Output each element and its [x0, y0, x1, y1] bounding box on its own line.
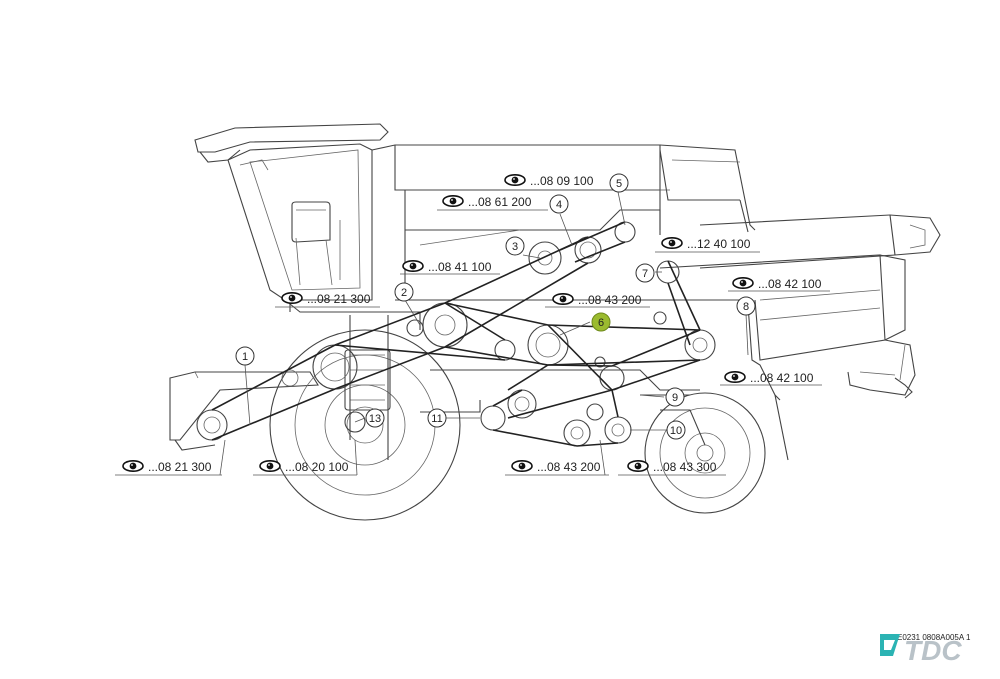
tdc-logo: TDC — [880, 634, 962, 666]
ref-08-09-100: ...08 09 100 — [530, 174, 594, 188]
logo-text: TDC — [904, 635, 962, 666]
eye-icon — [661, 237, 683, 249]
callout-3: 3 — [505, 236, 525, 256]
ref-08-21-300-bottom: ...08 21 300 — [148, 460, 212, 474]
pulley — [527, 324, 569, 366]
ref-08-61-200: ...08 61 200 — [468, 195, 532, 209]
ref-08-42-100-bottom: ...08 42 100 — [750, 371, 814, 385]
pulley — [528, 241, 562, 275]
callout-11: 11 — [427, 408, 447, 428]
callout-7: 7 — [635, 263, 655, 283]
callout-8: 8 — [736, 296, 756, 316]
ref-08-41-100: ...08 41 100 — [428, 260, 492, 274]
diagram-code: E0231 0808A005A 1 — [897, 633, 971, 642]
pulley — [653, 311, 667, 325]
pulley — [586, 403, 604, 421]
ref-08-42-100-top: ...08 42 100 — [758, 277, 822, 291]
ref-08-20-100: ...08 20 100 — [285, 460, 349, 474]
pulley — [480, 405, 506, 431]
svg-text:6: 6 — [598, 317, 604, 329]
svg-text:5: 5 — [616, 178, 622, 190]
ref-08-43-300: ...08 43 300 — [653, 460, 717, 474]
callout-10: 10 — [666, 420, 686, 440]
svg-text:10: 10 — [670, 425, 682, 437]
eye-icon — [402, 259, 424, 273]
eye-icon — [281, 291, 303, 305]
svg-text:2: 2 — [401, 287, 407, 299]
eye-icon — [259, 459, 281, 473]
ref-12-40-100: ...12 40 100 — [687, 237, 751, 251]
belts — [211, 221, 701, 447]
svg-text:3: 3 — [512, 241, 518, 253]
leader-lines — [115, 189, 830, 476]
eye-icon — [724, 370, 746, 384]
svg-text:1: 1 — [242, 351, 248, 363]
eye-icon — [504, 174, 526, 186]
ref-08-43-200-mid: ...08 43 200 — [578, 293, 642, 307]
svg-text:8: 8 — [743, 301, 749, 313]
eye-icon — [732, 276, 754, 290]
svg-text:13: 13 — [369, 413, 381, 425]
pulley — [594, 356, 606, 368]
svg-text:9: 9 — [672, 392, 678, 404]
eye-icon — [627, 459, 649, 473]
eye-icon — [511, 459, 533, 473]
callout-13: 13 — [365, 408, 385, 428]
ref-08-21-300-top: ...08 21 300 — [307, 292, 371, 306]
svg-text:7: 7 — [642, 268, 648, 280]
callout-1: 1 — [235, 346, 255, 366]
callout-9: 9 — [665, 387, 685, 407]
callout-6-highlighted: 6 — [591, 312, 611, 332]
eye-icon — [442, 195, 464, 207]
svg-text:11: 11 — [431, 413, 442, 425]
pulley — [604, 416, 632, 444]
svg-text:4: 4 — [556, 199, 562, 211]
pulley — [406, 319, 424, 337]
callout-5: 5 — [609, 173, 629, 193]
ref-08-43-200-bottom: ...08 43 200 — [537, 460, 601, 474]
eye-icon — [122, 459, 144, 473]
callout-4: 4 — [549, 194, 569, 214]
pulley — [344, 411, 366, 433]
eye-icon — [552, 292, 574, 306]
callout-2: 2 — [394, 282, 414, 302]
pulley — [563, 419, 591, 447]
